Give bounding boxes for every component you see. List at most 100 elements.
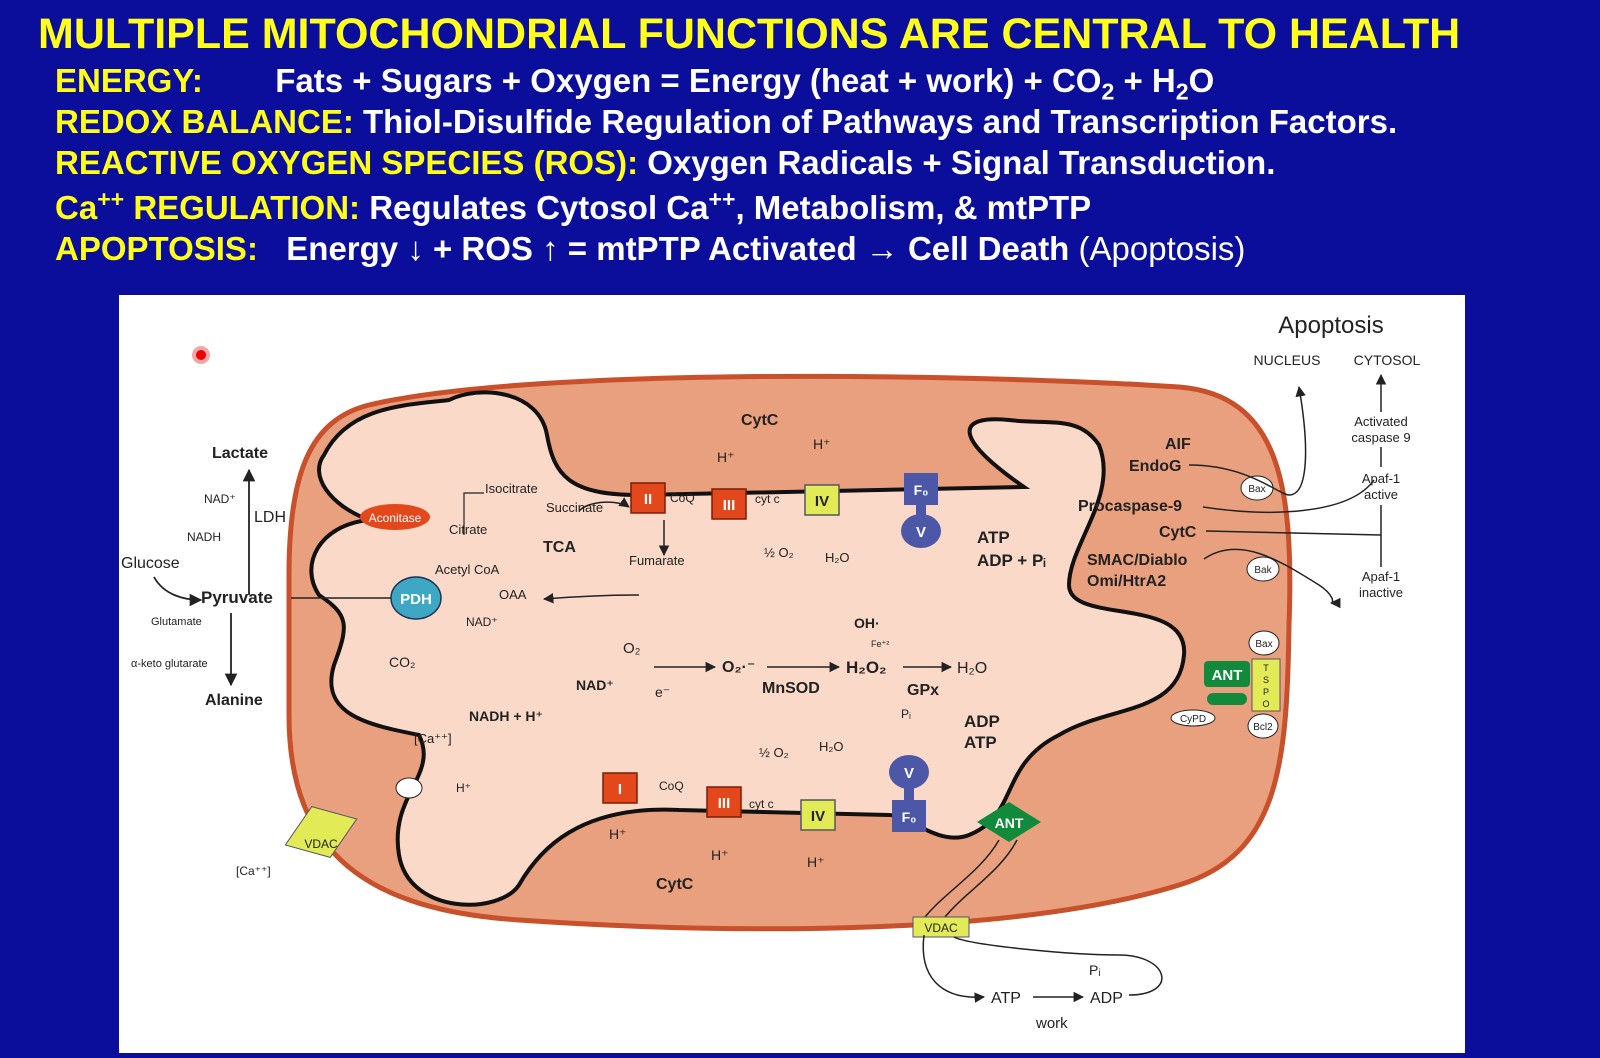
cytc-lower-small-label: cyt c: [749, 797, 774, 811]
bullet-apoptosis-key: APOPTOSIS:: [55, 230, 258, 267]
svg-text:I: I: [618, 781, 622, 798]
bullet-ros-value: Oxygen Radicals + Signal Transduction.: [647, 144, 1276, 181]
half-o2-lower-label: ½ O₂: [759, 745, 789, 760]
aconitase-label: Aconitase: [369, 511, 422, 525]
adp-lower-label: ADP: [964, 712, 1000, 731]
e-minus-label: e⁻: [655, 684, 670, 700]
pi-lower-label: Pᵢ: [901, 707, 911, 721]
apaf-active-label-1: Apaf-1: [1362, 471, 1400, 486]
omi-label: Omi/HtrA2: [1087, 573, 1166, 590]
svg-text:ANT: ANT: [1212, 667, 1243, 684]
oh-radical-label: OH·: [854, 615, 880, 631]
bullet-energy-value: Fats + Sugars + Oxygen = Energy (heat + …: [275, 62, 1215, 105]
ant-lower: ANT: [977, 802, 1041, 842]
succinate-label: Succinate: [546, 500, 603, 515]
lactate-label: Lactate: [212, 445, 268, 462]
bullet-calcium-value: Regulates Cytosol Ca++, Metabolism, & mt…: [369, 186, 1092, 226]
svg-text:VDAC: VDAC: [304, 837, 338, 851]
complex-iii-lower: III: [706, 786, 742, 818]
aconitase-enzyme: [360, 504, 430, 530]
h2o2-label: H₂O₂: [846, 658, 887, 677]
bullet-ros: REACTIVE OXYGEN SPECIES (ROS): Oxygen Ra…: [55, 144, 1275, 182]
adp-outside-label: ADP: [1090, 990, 1123, 1007]
svg-text:S: S: [1263, 675, 1269, 685]
hplus-lower-2: H⁺: [711, 847, 729, 863]
bullet-apoptosis-paren: (Apoptosis): [1078, 230, 1246, 267]
bax-right: Bax: [1248, 630, 1280, 656]
cytc-apoptosis-label: CytC: [1159, 524, 1197, 541]
vdac-lower: [912, 916, 970, 938]
superoxide-label: O₂·⁻: [722, 659, 755, 676]
citrate-label: Citrate: [449, 522, 487, 537]
o2-label: O₂: [623, 640, 641, 657]
apoptosis-header: Apoptosis: [1278, 312, 1383, 339]
nadh-h-label: NADH + H⁺: [469, 708, 543, 724]
svg-text:V: V: [904, 765, 914, 782]
cytc-upper-small-label: cyt c: [755, 492, 780, 506]
bullet-energy-key: ENERGY:: [55, 62, 203, 99]
svg-text:Bak: Bak: [1254, 565, 1272, 576]
cytosol-label: CYTOSOL: [1354, 352, 1421, 368]
ldh-nad-label: NAD⁺: [204, 492, 236, 506]
isocitrate-label: Isocitrate: [485, 481, 538, 496]
fumarate-label: Fumarate: [629, 553, 685, 568]
ant-right: ANT: [1204, 661, 1250, 705]
bcl2: Bcl2: [1247, 713, 1279, 739]
pyruvate-label: Pyruvate: [201, 588, 273, 607]
diagram-panel: Aconitase PDH Lactate NAD⁺ LDH NADH Gluc…: [119, 295, 1465, 1053]
calcium-uniporter: [395, 777, 423, 799]
cytc-bottom-label: CytC: [656, 876, 694, 893]
atp-lower-label: ATP: [964, 733, 997, 752]
apaf-inactive-label-1: Apaf-1: [1362, 569, 1400, 584]
bak: Bak: [1246, 556, 1280, 582]
bullet-apoptosis: APOPTOSIS: Energy ↓ + ROS ↑ = mtPTP Acti…: [55, 230, 1245, 268]
bullet-redox: REDOX BALANCE: Thiol-Disulfide Regulatio…: [55, 103, 1397, 141]
succinate-to-complex2-arrow: [578, 497, 630, 512]
adp-return-arrow: [953, 936, 1163, 996]
fe-label: Fe⁺²: [871, 639, 889, 649]
smac-to-apaf-arrow: [1203, 548, 1341, 609]
complex-ii: II: [630, 482, 666, 514]
tca-bracket: [463, 492, 484, 535]
glucose-arrow: [153, 576, 203, 607]
adp-pi-upper-label: ADP + Pᵢ: [977, 551, 1046, 570]
bullet-calcium: Ca++ REGULATION: Regulates Cytosol Ca++,…: [55, 186, 1091, 227]
pi-outside-label: Pᵢ: [1089, 962, 1101, 978]
complex-iii-upper: III: [711, 488, 747, 520]
svg-text:III: III: [723, 497, 736, 514]
atp-synthase-upper: F₀ V: [901, 473, 941, 548]
pdh-label: PDH: [400, 591, 432, 608]
hplus-lower-1: H⁺: [609, 826, 627, 842]
bullet-apoptosis-value: Energy ↓ + ROS ↑ = mtPTP Activated → Cel…: [286, 230, 1070, 267]
h2o-lower-label: H₂O: [819, 739, 844, 754]
ldh-label: LDH: [254, 509, 286, 526]
bullet-redox-value: Thiol-Disulfide Regulation of Pathways a…: [363, 103, 1398, 140]
svg-text:T: T: [1263, 663, 1269, 673]
work-label: work: [1035, 1015, 1068, 1032]
atp-synthase-lower: V F₀: [889, 755, 929, 832]
svg-text:V: V: [916, 524, 926, 541]
vdac-lower-label: VDAC: [924, 921, 958, 935]
hplus-calcium-label: H⁺: [456, 781, 471, 795]
svg-text:P: P: [1263, 687, 1269, 697]
activated-caspase-label-1: Activated: [1354, 414, 1407, 429]
svg-text:IV: IV: [815, 493, 829, 510]
bullet-energy: ENERGY: Fats + Sugars + Oxygen = Energy …: [55, 62, 1214, 106]
complex-i: I: [602, 772, 638, 804]
slide-title: MULTIPLE MITOCHONDRIAL FUNCTIONS ARE CEN…: [38, 10, 1461, 58]
svg-text:Bcl2: Bcl2: [1253, 722, 1273, 733]
mitochondrion-diagram: Aconitase PDH Lactate NAD⁺ LDH NADH Gluc…: [121, 312, 1421, 1032]
svg-text:O: O: [1262, 699, 1269, 709]
ldh-nadh-label: NADH: [187, 530, 221, 544]
hplus-upper-2: H⁺: [813, 436, 831, 452]
cypd: CyPD: [1170, 709, 1216, 727]
tca-label: TCA: [543, 539, 576, 556]
glucose-label: Glucose: [121, 555, 180, 572]
ant-channel-right: [938, 839, 1018, 926]
svg-text:IV: IV: [811, 808, 825, 825]
ca-inner-label: [Ca⁺⁺]: [414, 731, 452, 746]
cytc-top-label: CytC: [741, 412, 779, 429]
svg-text:CyPD: CyPD: [1180, 714, 1206, 725]
nad-plus-mid-label: NAD⁺: [576, 677, 614, 693]
fumarate-to-oaa-arrow: [542, 593, 640, 604]
